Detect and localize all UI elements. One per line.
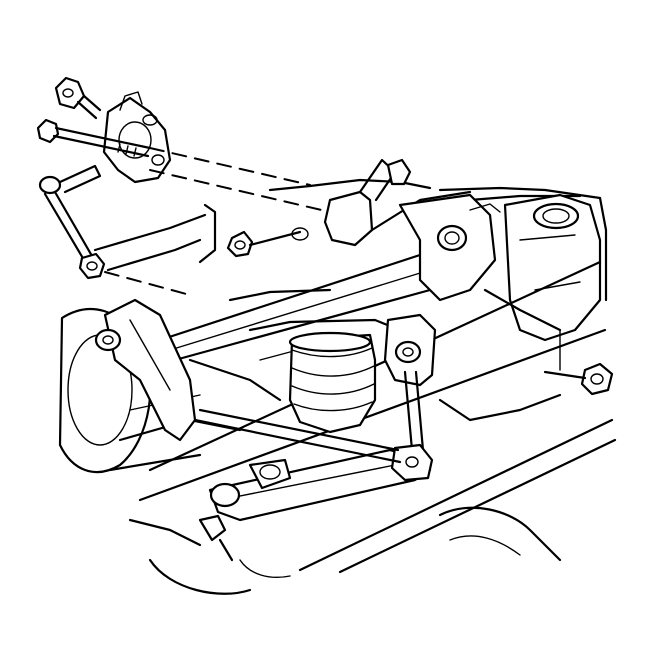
tie-rod (193, 408, 402, 464)
stabilizer-bar (323, 158, 472, 247)
lower-arm-bushing (209, 482, 241, 508)
lower-control-arm (208, 443, 434, 522)
upper-arm-bolt (436, 224, 468, 252)
bracket-bolt-left (94, 328, 122, 352)
lower-structure (128, 288, 562, 595)
jounce-bumper (228, 288, 402, 434)
steering-knuckle (383, 313, 437, 452)
right-link-bolt (543, 362, 614, 396)
knuckle-ball-joint (394, 340, 422, 364)
tie-rod-end (390, 443, 434, 482)
bracket-nut (54, 76, 102, 120)
stabilizer-bracket (102, 91, 172, 184)
mounting-bolt-upper (36, 118, 152, 158)
frame-mount-boss (532, 202, 580, 230)
stabilizer-link (38, 164, 106, 280)
upper-control-arm (158, 193, 501, 362)
bushing-clamp-nut (226, 227, 309, 258)
exploded-guide-lines (104, 147, 331, 296)
control-arm-bracket-left (94, 298, 197, 442)
link-nut-upper (386, 158, 412, 186)
